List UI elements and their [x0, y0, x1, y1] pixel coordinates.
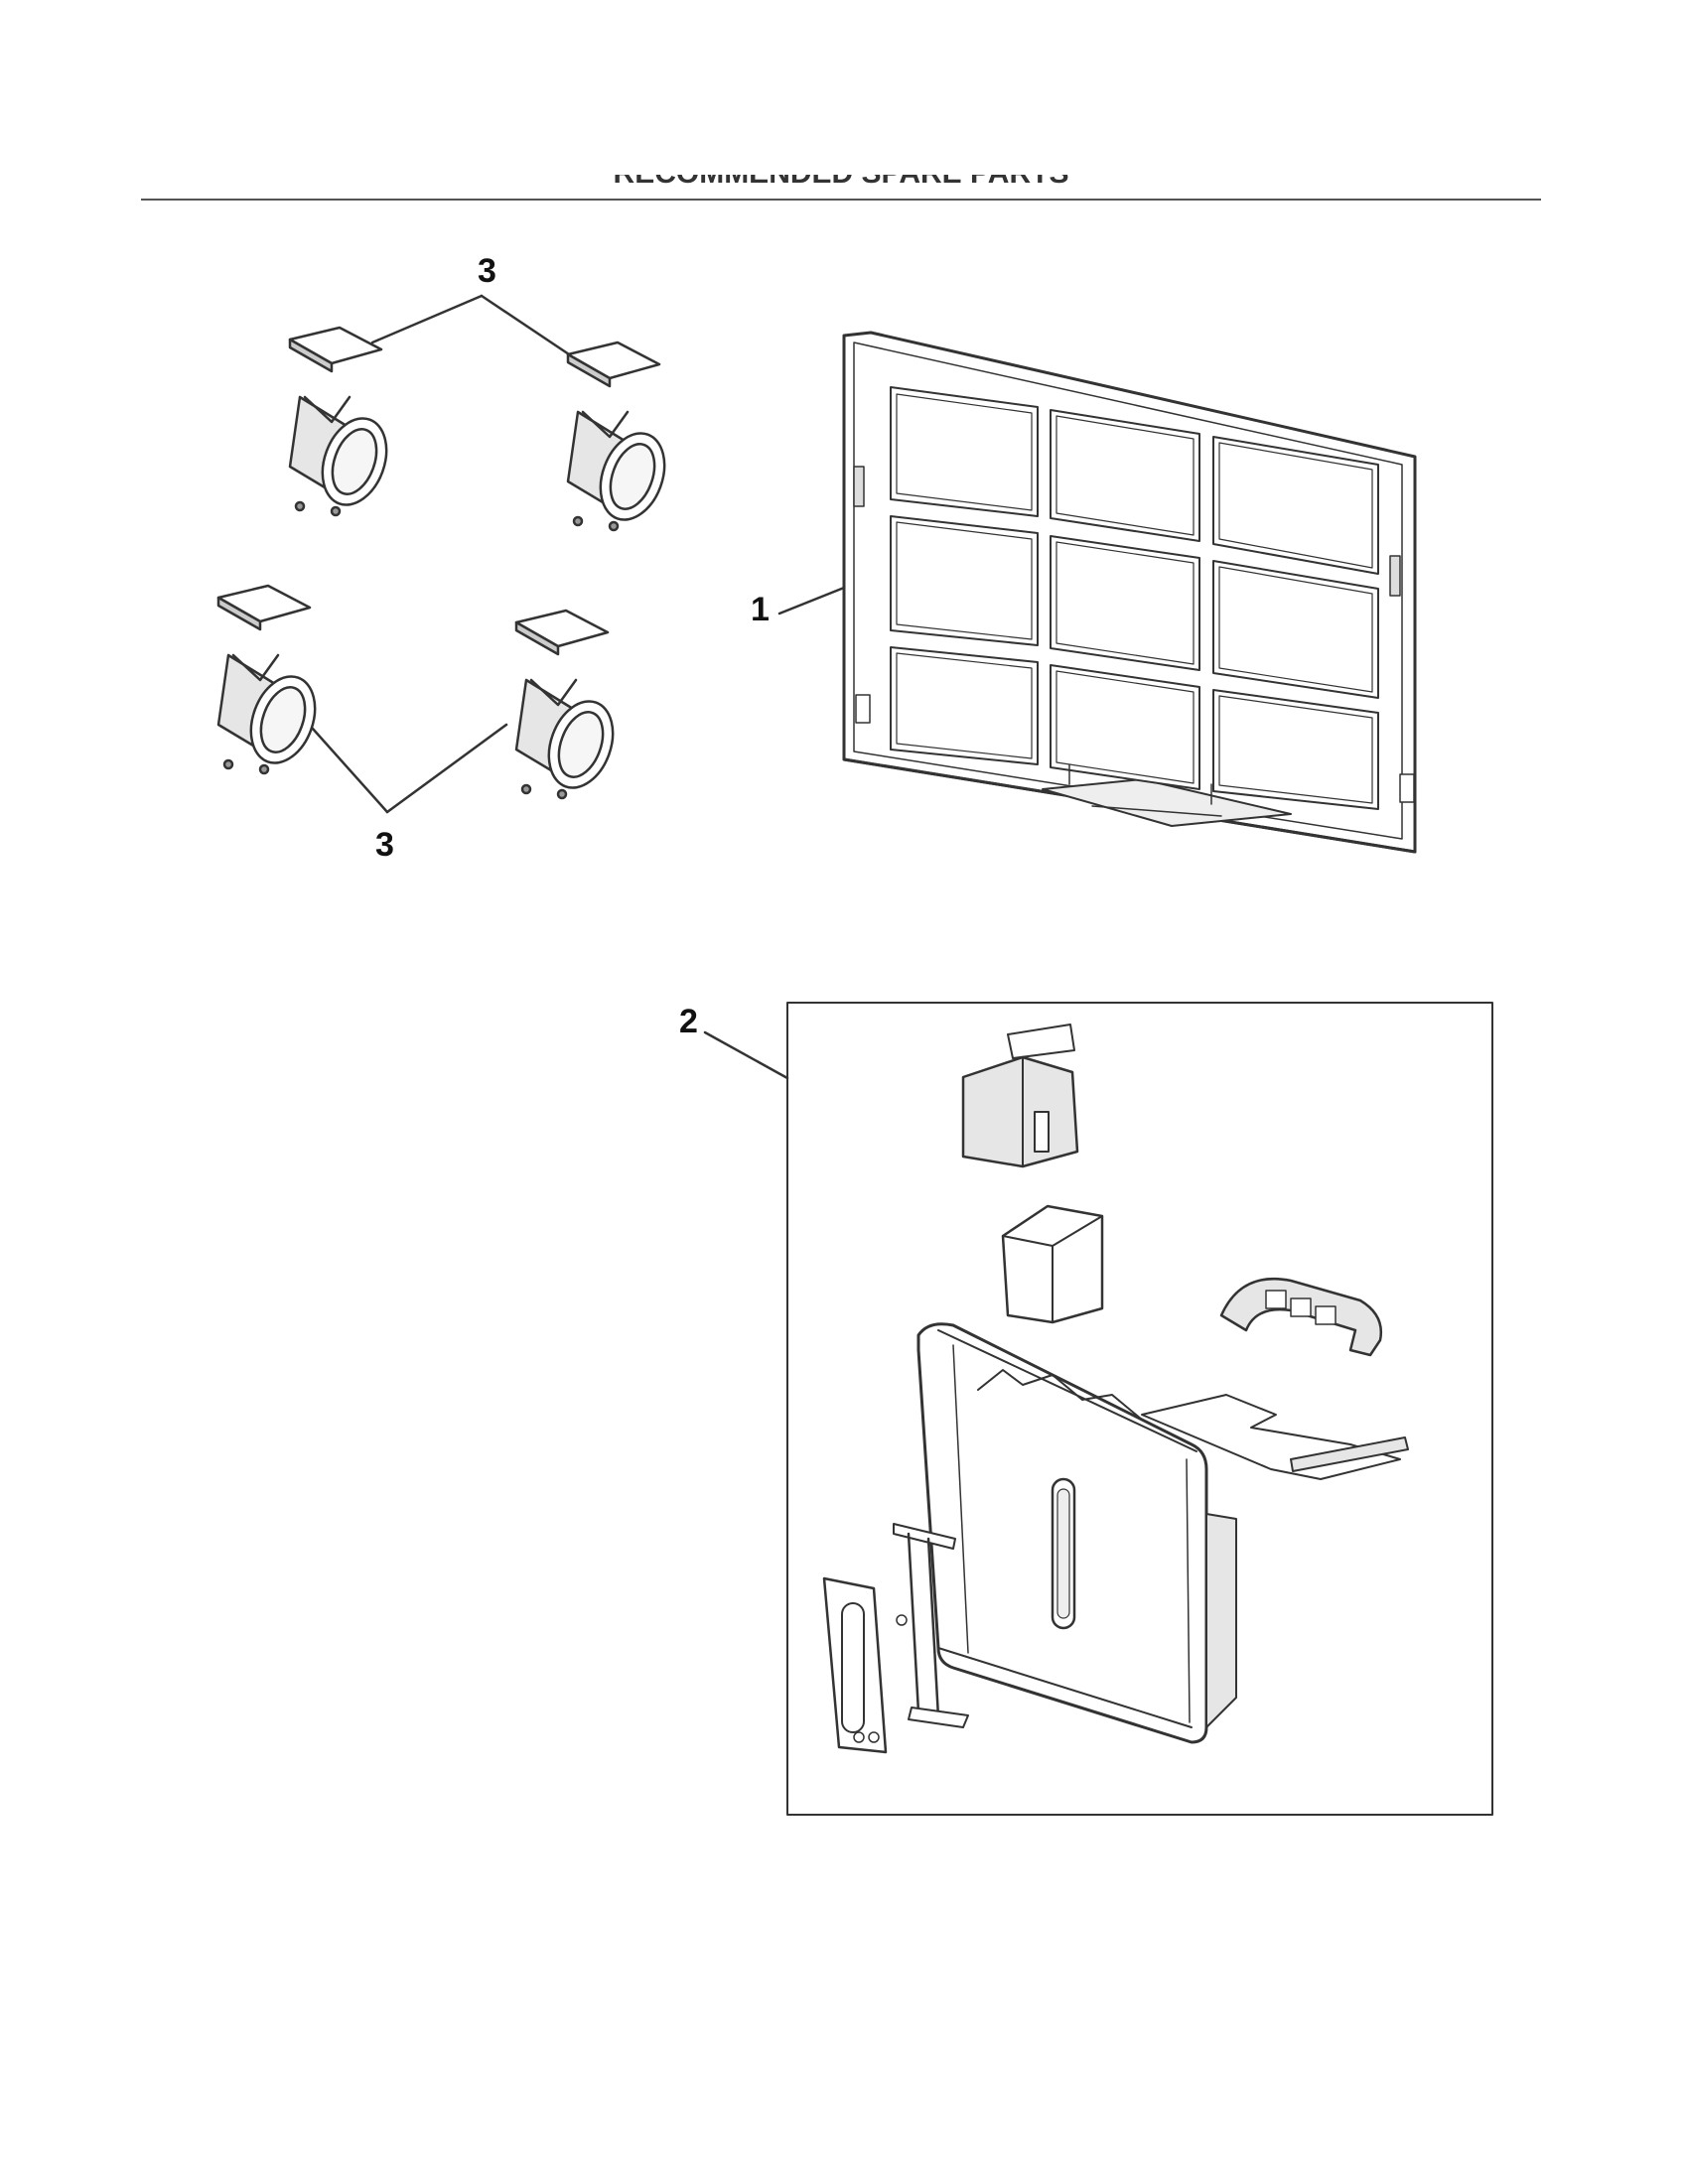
- kit-box: [786, 1002, 1493, 1816]
- caster-wheel-1: [288, 326, 388, 517]
- caster-wheel-2: [566, 341, 666, 532]
- water-tank-kit: [822, 1024, 1409, 1754]
- caster-wheel-3: [216, 584, 317, 775]
- air-filter: [842, 331, 1417, 854]
- leader-lines: [294, 294, 846, 1080]
- caster-wheel-4: [514, 609, 615, 800]
- callout-filter: 1: [751, 591, 770, 628]
- page-header: RECOMMENDED SPARE PARTS: [141, 149, 1541, 201]
- callout-water-tank-kit: 2: [679, 1003, 698, 1040]
- callout-caster-top: 3: [478, 252, 496, 290]
- callout-caster-bottom: 3: [375, 826, 394, 864]
- page-title: RECOMMENDED SPARE PARTS: [141, 175, 1541, 197]
